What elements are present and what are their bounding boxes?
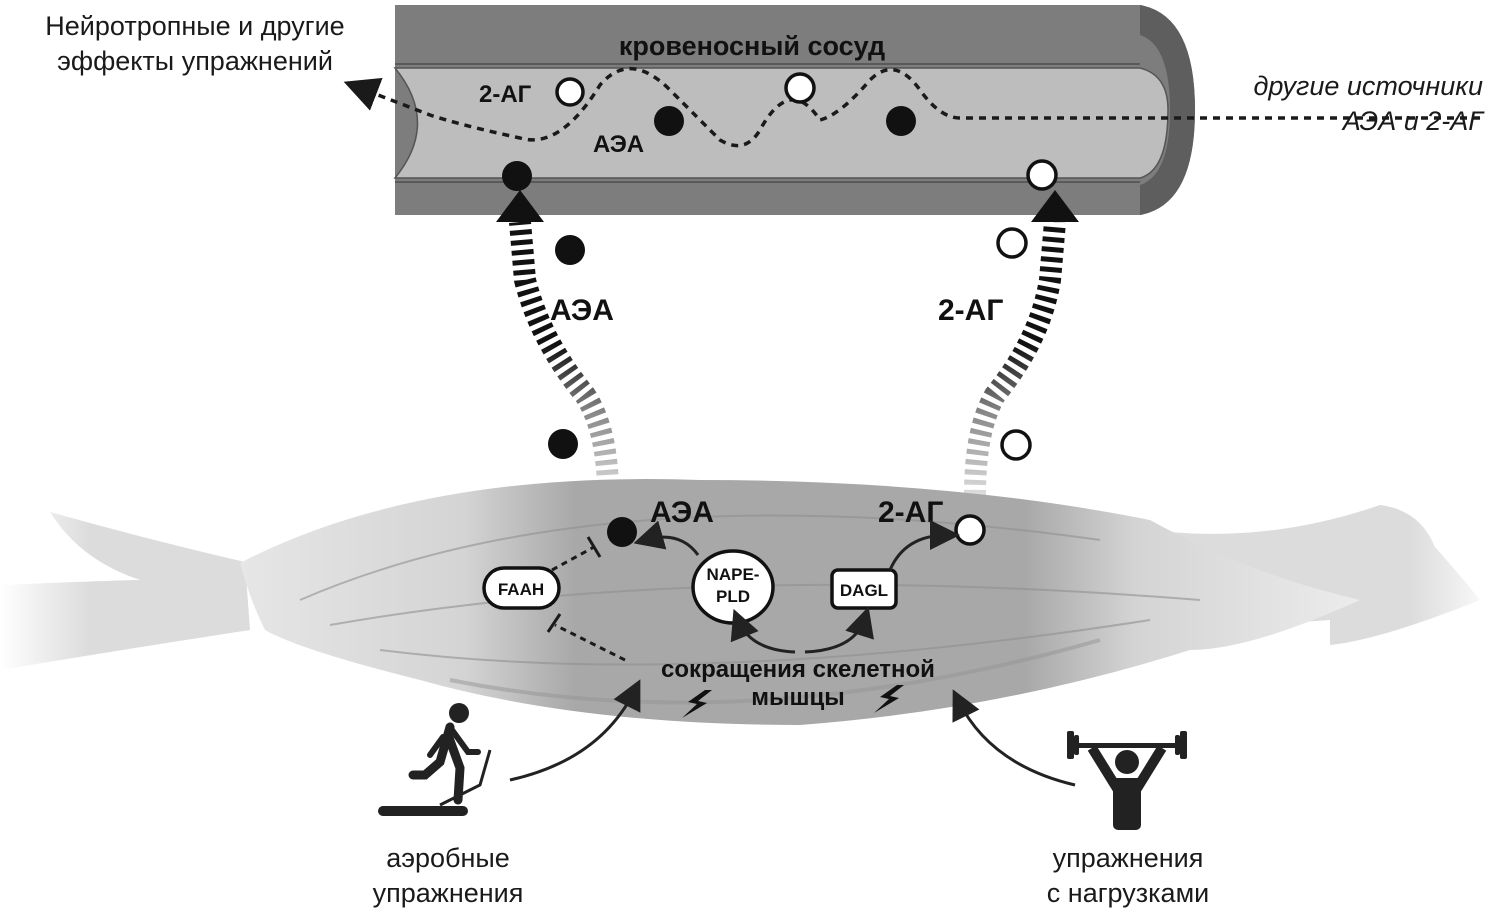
vessel-lumen	[393, 67, 1169, 179]
circulation-dashed-line	[343, 67, 1480, 148]
vessel-title: кровеносный сосуд	[619, 31, 885, 61]
vessel-aea-label: АЭА	[593, 131, 644, 158]
transport-2ag-molecule-1	[996, 227, 1028, 259]
muscle-aea-molecule	[607, 517, 637, 547]
other-sources-label-line2: АЭА и 2-АГ	[1341, 106, 1486, 136]
aea-transport-arrow	[496, 190, 619, 496]
dagl-enzyme: DAGL	[830, 568, 898, 610]
skeletal-muscle	[0, 479, 1500, 725]
contraction-label-line2: мышцы	[751, 684, 845, 711]
lightning-icon-left	[682, 690, 712, 718]
nape-label-line2: PLD	[716, 587, 750, 606]
contraction-label-line1: сокращения скелетной	[661, 656, 935, 683]
vessel-aea-molecule-entry	[502, 161, 532, 191]
contraction-to-nape-arrow	[730, 608, 796, 654]
transport-aea-molecule-2	[548, 429, 578, 459]
other-sources-label-line1: другие источники	[1253, 71, 1483, 101]
aerobic-to-muscle-arrow	[509, 679, 641, 782]
faah-label: FAAH	[498, 580, 544, 599]
transport-aea-molecule-1	[555, 235, 585, 265]
vessel-aea-molecule-1	[654, 106, 684, 136]
aerobic-label-line2: упражнения	[373, 878, 524, 908]
resistance-label-line1: упражнения	[1053, 843, 1204, 873]
muscle-aea-label: АЭА	[650, 496, 714, 529]
2ag-transport-arrow	[964, 190, 1079, 496]
vessel-2ag-label: 2-АГ	[479, 81, 532, 108]
resistance-label-line2: с нагрузками	[1047, 878, 1209, 908]
transport-2ag-molecule-2	[1000, 429, 1032, 461]
treadmill-runner-icon	[378, 703, 492, 816]
neuro-effects-label-line1: Нейротропные и другие	[45, 11, 344, 41]
dagl-to-2ag-arrow	[888, 520, 960, 571]
transport-aea-label: АЭА	[550, 294, 614, 327]
vessel-2ag-molecule-1	[555, 77, 585, 107]
vessel-end-cap	[1140, 5, 1195, 215]
blood-vessel	[393, 5, 1195, 215]
lightning-icon-right	[874, 685, 904, 713]
vessel-2ag-molecule-2	[784, 72, 816, 104]
nape-to-aea-arrow	[633, 520, 700, 556]
faah-inhibits-aea	[551, 536, 602, 572]
nape-label-line1: NAPE-	[707, 565, 760, 584]
transport-2ag-label: 2-АГ	[938, 294, 1003, 327]
faah-enzyme: FAAH	[482, 566, 561, 610]
contraction-to-dagl-arrow	[804, 606, 874, 654]
vessel-2ag-molecule-entry	[1026, 159, 1058, 191]
nape-pld-enzyme: NAPE- PLD	[691, 549, 775, 625]
neuro-effects-label-line2: эффекты упражнений	[57, 46, 333, 76]
aerobic-label-line1: аэробные	[386, 843, 510, 873]
muscle-2ag-molecule	[954, 514, 986, 546]
weightlifter-icon	[1067, 731, 1187, 830]
dagl-label: DAGL	[840, 581, 888, 600]
resistance-to-muscle-arrow	[952, 689, 1076, 787]
contraction-inhibits-faah	[546, 613, 626, 662]
vessel-aea-molecule-2	[886, 106, 916, 136]
muscle-2ag-label: 2-АГ	[878, 496, 943, 529]
